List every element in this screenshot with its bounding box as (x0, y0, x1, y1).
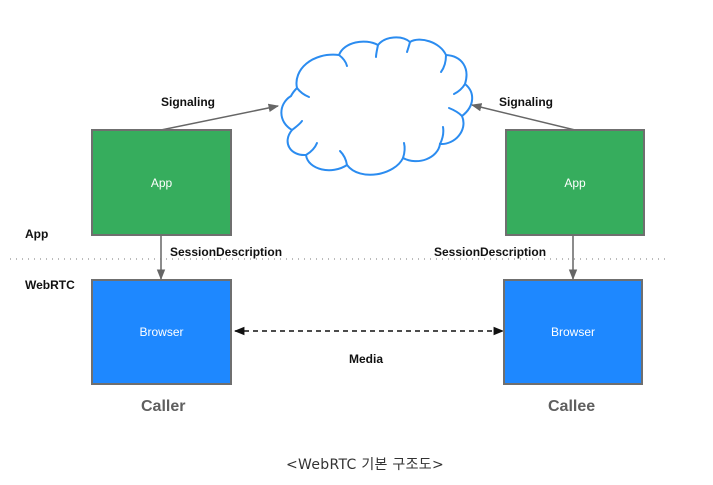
callee-signaling-arrow (470, 103, 576, 131)
caller-signaling-label: Signaling (161, 95, 215, 109)
caller-signaling-arrow (160, 103, 280, 131)
app-layer-label: App (25, 227, 49, 241)
caller-browser-box-label: Browser (139, 325, 184, 339)
callee-browser-box: Browser (503, 279, 643, 385)
callee-signaling-label: Signaling (499, 95, 553, 109)
caller-browser-box: Browser (91, 279, 232, 385)
figure-caption: <WebRTC 기본 구조도> (286, 457, 444, 473)
signaling-cloud (280, 36, 474, 176)
caller-app-box-label: App (150, 175, 173, 190)
caller-role-label: Caller (141, 398, 186, 415)
caller-app-box: App (91, 129, 232, 236)
media-label: Media (349, 352, 384, 366)
callee-app-box-label: App (564, 175, 586, 190)
callee-app-box: App (505, 129, 645, 236)
caller-session-label: SessionDescription (170, 245, 283, 259)
webrtc-layer-label: WebRTC (25, 278, 75, 292)
callee-session-label: SessionDescription (434, 245, 547, 259)
callee-role-label: Callee (548, 398, 596, 415)
callee-browser-box-label: Browser (550, 325, 595, 339)
